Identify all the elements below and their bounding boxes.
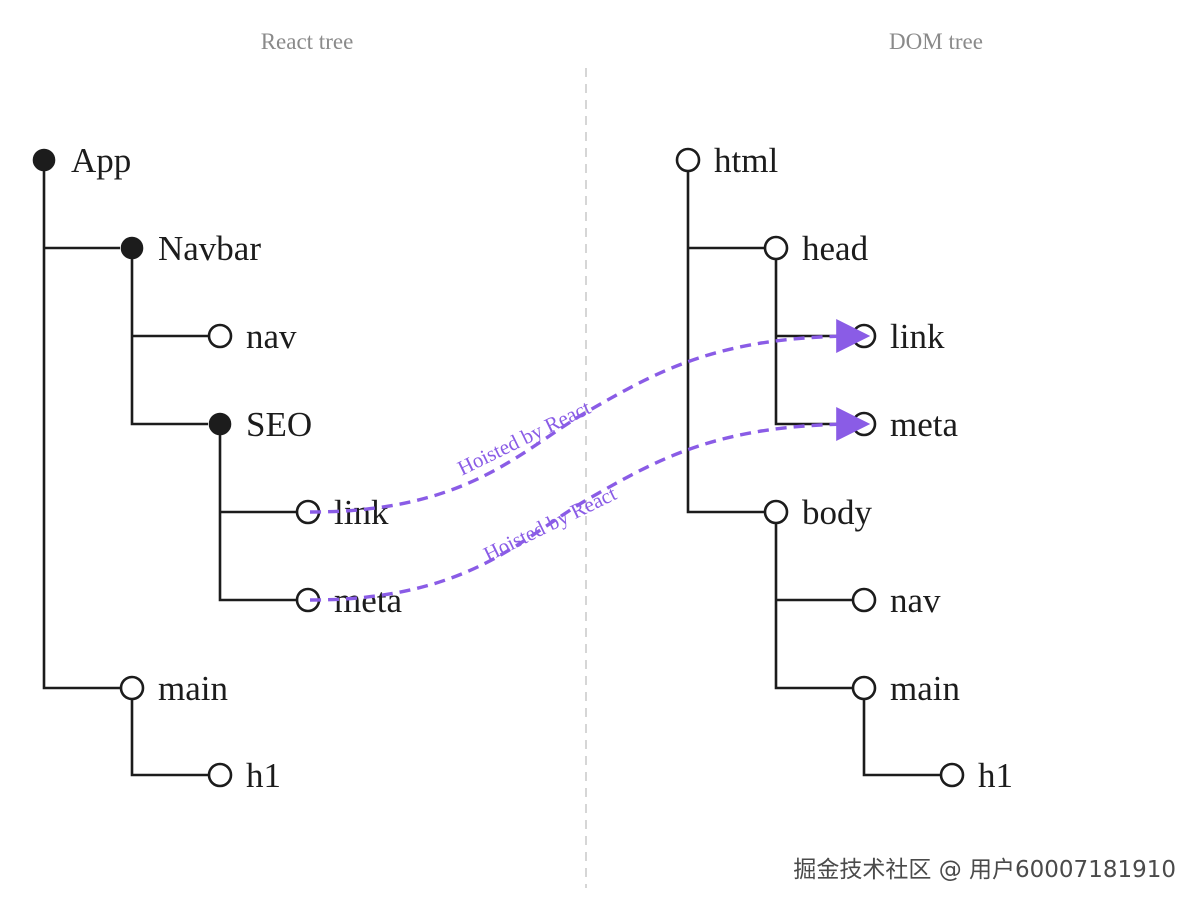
- react-main-label: main: [158, 669, 228, 708]
- edge-app-main: [42, 160, 120, 690]
- dom-main-node: [851, 675, 877, 701]
- dom-nav-node: [851, 587, 877, 613]
- hoist-arrow-meta: [309, 407, 871, 602]
- dom-link-label: link: [890, 317, 945, 356]
- react-meta-label: meta: [334, 581, 402, 620]
- react-h1-label: h1: [246, 756, 281, 795]
- react-tree-edges: [42, 160, 296, 777]
- edge-body-main: [774, 512, 852, 690]
- edge-seo-meta: [218, 424, 296, 602]
- react-seo-label: SEO: [246, 405, 312, 444]
- edge-html-body: [686, 160, 764, 514]
- dom-nav-label: nav: [890, 581, 941, 620]
- seo-node-filled: [208, 412, 232, 436]
- react-navbar-label: Navbar: [158, 229, 261, 268]
- dom-meta-label: meta: [890, 405, 958, 444]
- edge-head-meta: [774, 248, 852, 426]
- dom-html-node: [675, 147, 701, 173]
- app-node-filled: [32, 148, 56, 172]
- dom-head-node: [763, 235, 789, 261]
- navbar-node-filled: [120, 236, 144, 260]
- dom-head-label: head: [802, 229, 869, 268]
- react-main-node: [119, 675, 145, 701]
- hoist-arrow-link: [309, 319, 871, 514]
- edge-main-h1: [130, 688, 208, 777]
- react-tree-header: React tree: [261, 29, 354, 54]
- react-app-label: App: [71, 141, 131, 180]
- edge-navbar-seo: [130, 248, 208, 426]
- dom-main-label: main: [890, 669, 960, 708]
- hoist-label-link: Hoisted by React: [454, 395, 595, 480]
- watermark: 掘金技术社区 @ 用户60007181910: [793, 857, 1176, 883]
- edge-main-h1-dom: [862, 688, 940, 777]
- dom-body-node: [763, 499, 789, 525]
- dom-h1-label: h1: [978, 756, 1013, 795]
- react-link-label: link: [334, 493, 389, 532]
- dom-tree-header: DOM tree: [889, 29, 983, 54]
- dom-h1-node: [939, 762, 965, 788]
- dom-body-label: body: [802, 493, 873, 532]
- hoist-label-meta: Hoisted by React: [480, 481, 621, 566]
- dom-html-label: html: [714, 141, 778, 180]
- react-h1-node: [207, 762, 233, 788]
- react-nav-label: nav: [246, 317, 297, 356]
- react-nav-node: [207, 323, 233, 349]
